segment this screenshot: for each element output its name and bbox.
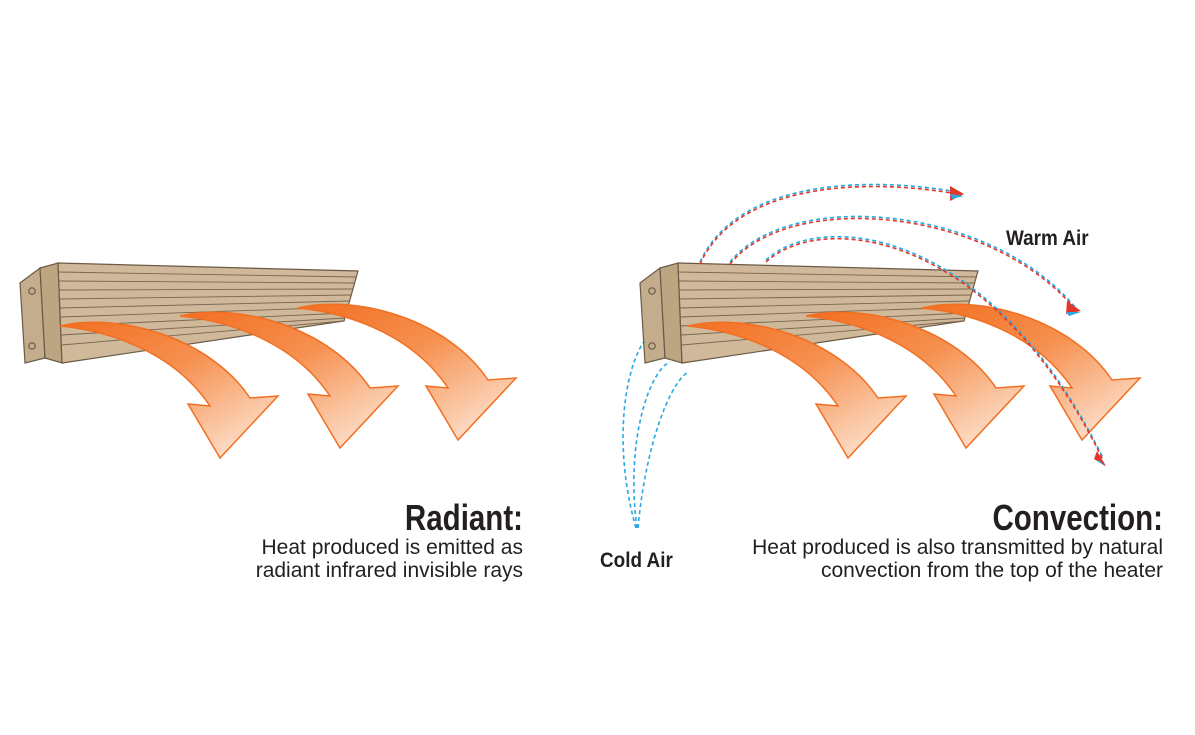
arrow-head-icon [1066,301,1081,314]
radiant-title: Radiant: [404,497,523,538]
convection-heat-rays [687,303,1141,459]
arrow-head-icon [1094,451,1106,466]
arrow-head-icon [1096,460,1106,467]
arrow-head-icon [950,194,964,199]
convection-title: Convection: [992,497,1163,538]
warm-air-flow [699,183,1104,461]
convection-description-line1: Heat produced is also transmitted by nat… [752,536,1163,559]
warm-air-label: Warm Air [1006,227,1089,250]
warm-air-arrowheads [950,186,1106,467]
cold-air-label: Cold Air [600,549,673,572]
radiant-description-line2: radiant infrared invisible rays [255,559,523,582]
radiant-heat-rays [59,303,517,459]
arrow-head-icon [1066,312,1081,316]
convection-description-line2: convection from the top of the heater [820,559,1163,582]
radiant-description-line1: Heat produced is emitted as [261,536,523,559]
